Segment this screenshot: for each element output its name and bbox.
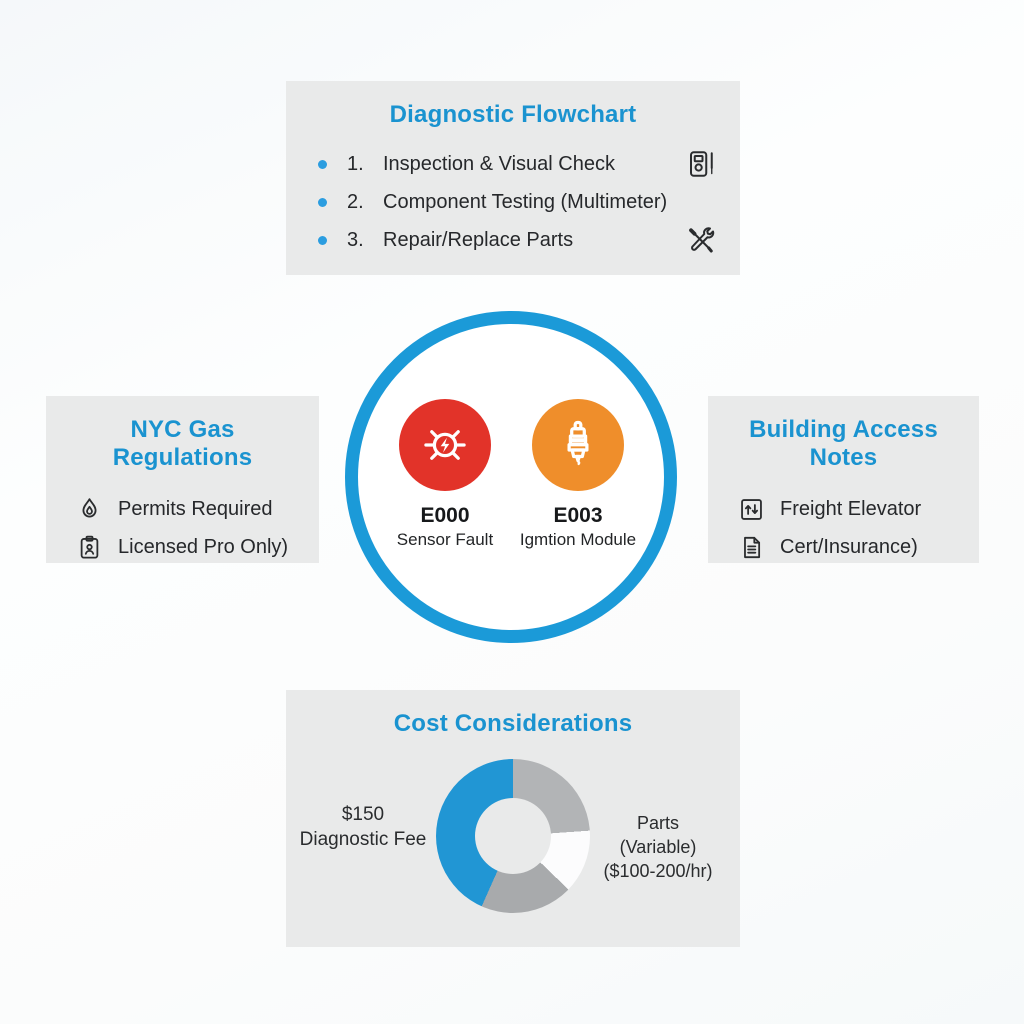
fault-label: Igmtion Module <box>519 530 637 550</box>
freight-elevator-icon <box>738 496 766 523</box>
diagnostic-flowchart-panel: Diagnostic Flowchart 1. Inspection & Vis… <box>286 81 740 275</box>
regulation-label: Permits Required <box>118 497 273 520</box>
regulations-list: Permits Required Licensed Pro Only) <box>60 490 305 566</box>
certificate-document-icon <box>738 534 766 561</box>
access-item-cert: Cert/Insurance) <box>722 528 965 566</box>
donut-label-parts: Parts (Variable) ($100-200/hr) <box>578 812 738 883</box>
fault-label: Sensor Fault <box>396 530 494 550</box>
fault-card-e003: E003 Igmtion Module <box>503 399 653 551</box>
flowchart-step-3: 3. Repair/Replace Parts <box>310 221 716 259</box>
fault-codes-hub-circle: E000 Sensor Fault E003 Igmtion Module <box>345 311 677 643</box>
spark-plug-icon <box>532 399 624 491</box>
step-number: 1. <box>347 152 364 175</box>
donut-label-line: Diagnostic Fee <box>299 829 427 851</box>
regulation-label: Licensed Pro Only) <box>118 535 289 558</box>
flowchart-steps-list: 1. Inspection & Visual Check 2. Componen… <box>310 145 716 259</box>
access-item-elevator: Freight Elevator <box>722 490 965 528</box>
donut-hole <box>475 798 551 874</box>
regulation-item-permits: Permits Required <box>60 490 305 528</box>
flowchart-step-2: 2. Component Testing (Multimeter) <box>310 183 716 221</box>
building-access-notes-panel: Building Access Notes Freight Elevator <box>708 396 979 563</box>
license-badge-icon <box>76 534 104 561</box>
fault-code: E003 <box>553 504 603 527</box>
flowchart-step-1: 1. Inspection & Visual Check <box>310 145 716 183</box>
multimeter-icon <box>682 149 716 179</box>
step-label: Inspection & Visual Check <box>383 152 615 175</box>
tools-icon <box>682 225 716 255</box>
access-label: Cert/Insurance) <box>780 535 918 558</box>
cost-considerations-panel: Cost Considerations $150 Diagnostic Fee … <box>286 690 740 947</box>
diagnostic-flowchart-title: Diagnostic Flowchart <box>389 101 637 128</box>
regulation-item-licensed: Licensed Pro Only) <box>60 528 305 566</box>
nyc-gas-regulations-title: NYC Gas Regulations <box>112 416 253 471</box>
cost-considerations-title: Cost Considerations <box>393 710 633 737</box>
step-number: 2. <box>347 190 364 213</box>
donut-label-line: ($100-200/hr) <box>603 860 713 881</box>
step-label: Repair/Replace Parts <box>383 228 574 251</box>
donut-label-line: Parts <box>636 813 679 833</box>
donut-label-line: $150 <box>341 804 385 825</box>
step-number: 3. <box>347 228 364 251</box>
cost-donut-chart <box>436 759 590 913</box>
building-access-notes-title: Building Access Notes <box>749 416 938 471</box>
fault-card-e000: E000 Sensor Fault <box>370 399 520 551</box>
step-label: Component Testing (Multimeter) <box>383 190 668 213</box>
donut-label-diagnostic-fee: $150 Diagnostic Fee <box>288 802 438 852</box>
bullet-icon <box>318 197 327 207</box>
bullet-icon <box>318 159 327 169</box>
sensor-warning-icon <box>399 399 491 491</box>
fault-code: E000 <box>420 504 470 527</box>
donut-label-line: (Variable) <box>619 836 697 857</box>
bullet-icon <box>318 235 327 245</box>
access-label: Freight Elevator <box>780 497 922 520</box>
nyc-gas-regulations-panel: NYC Gas Regulations Permits Required <box>46 396 319 563</box>
access-notes-list: Freight Elevator Cert/Insurance) <box>722 490 965 566</box>
flame-icon <box>76 496 104 523</box>
